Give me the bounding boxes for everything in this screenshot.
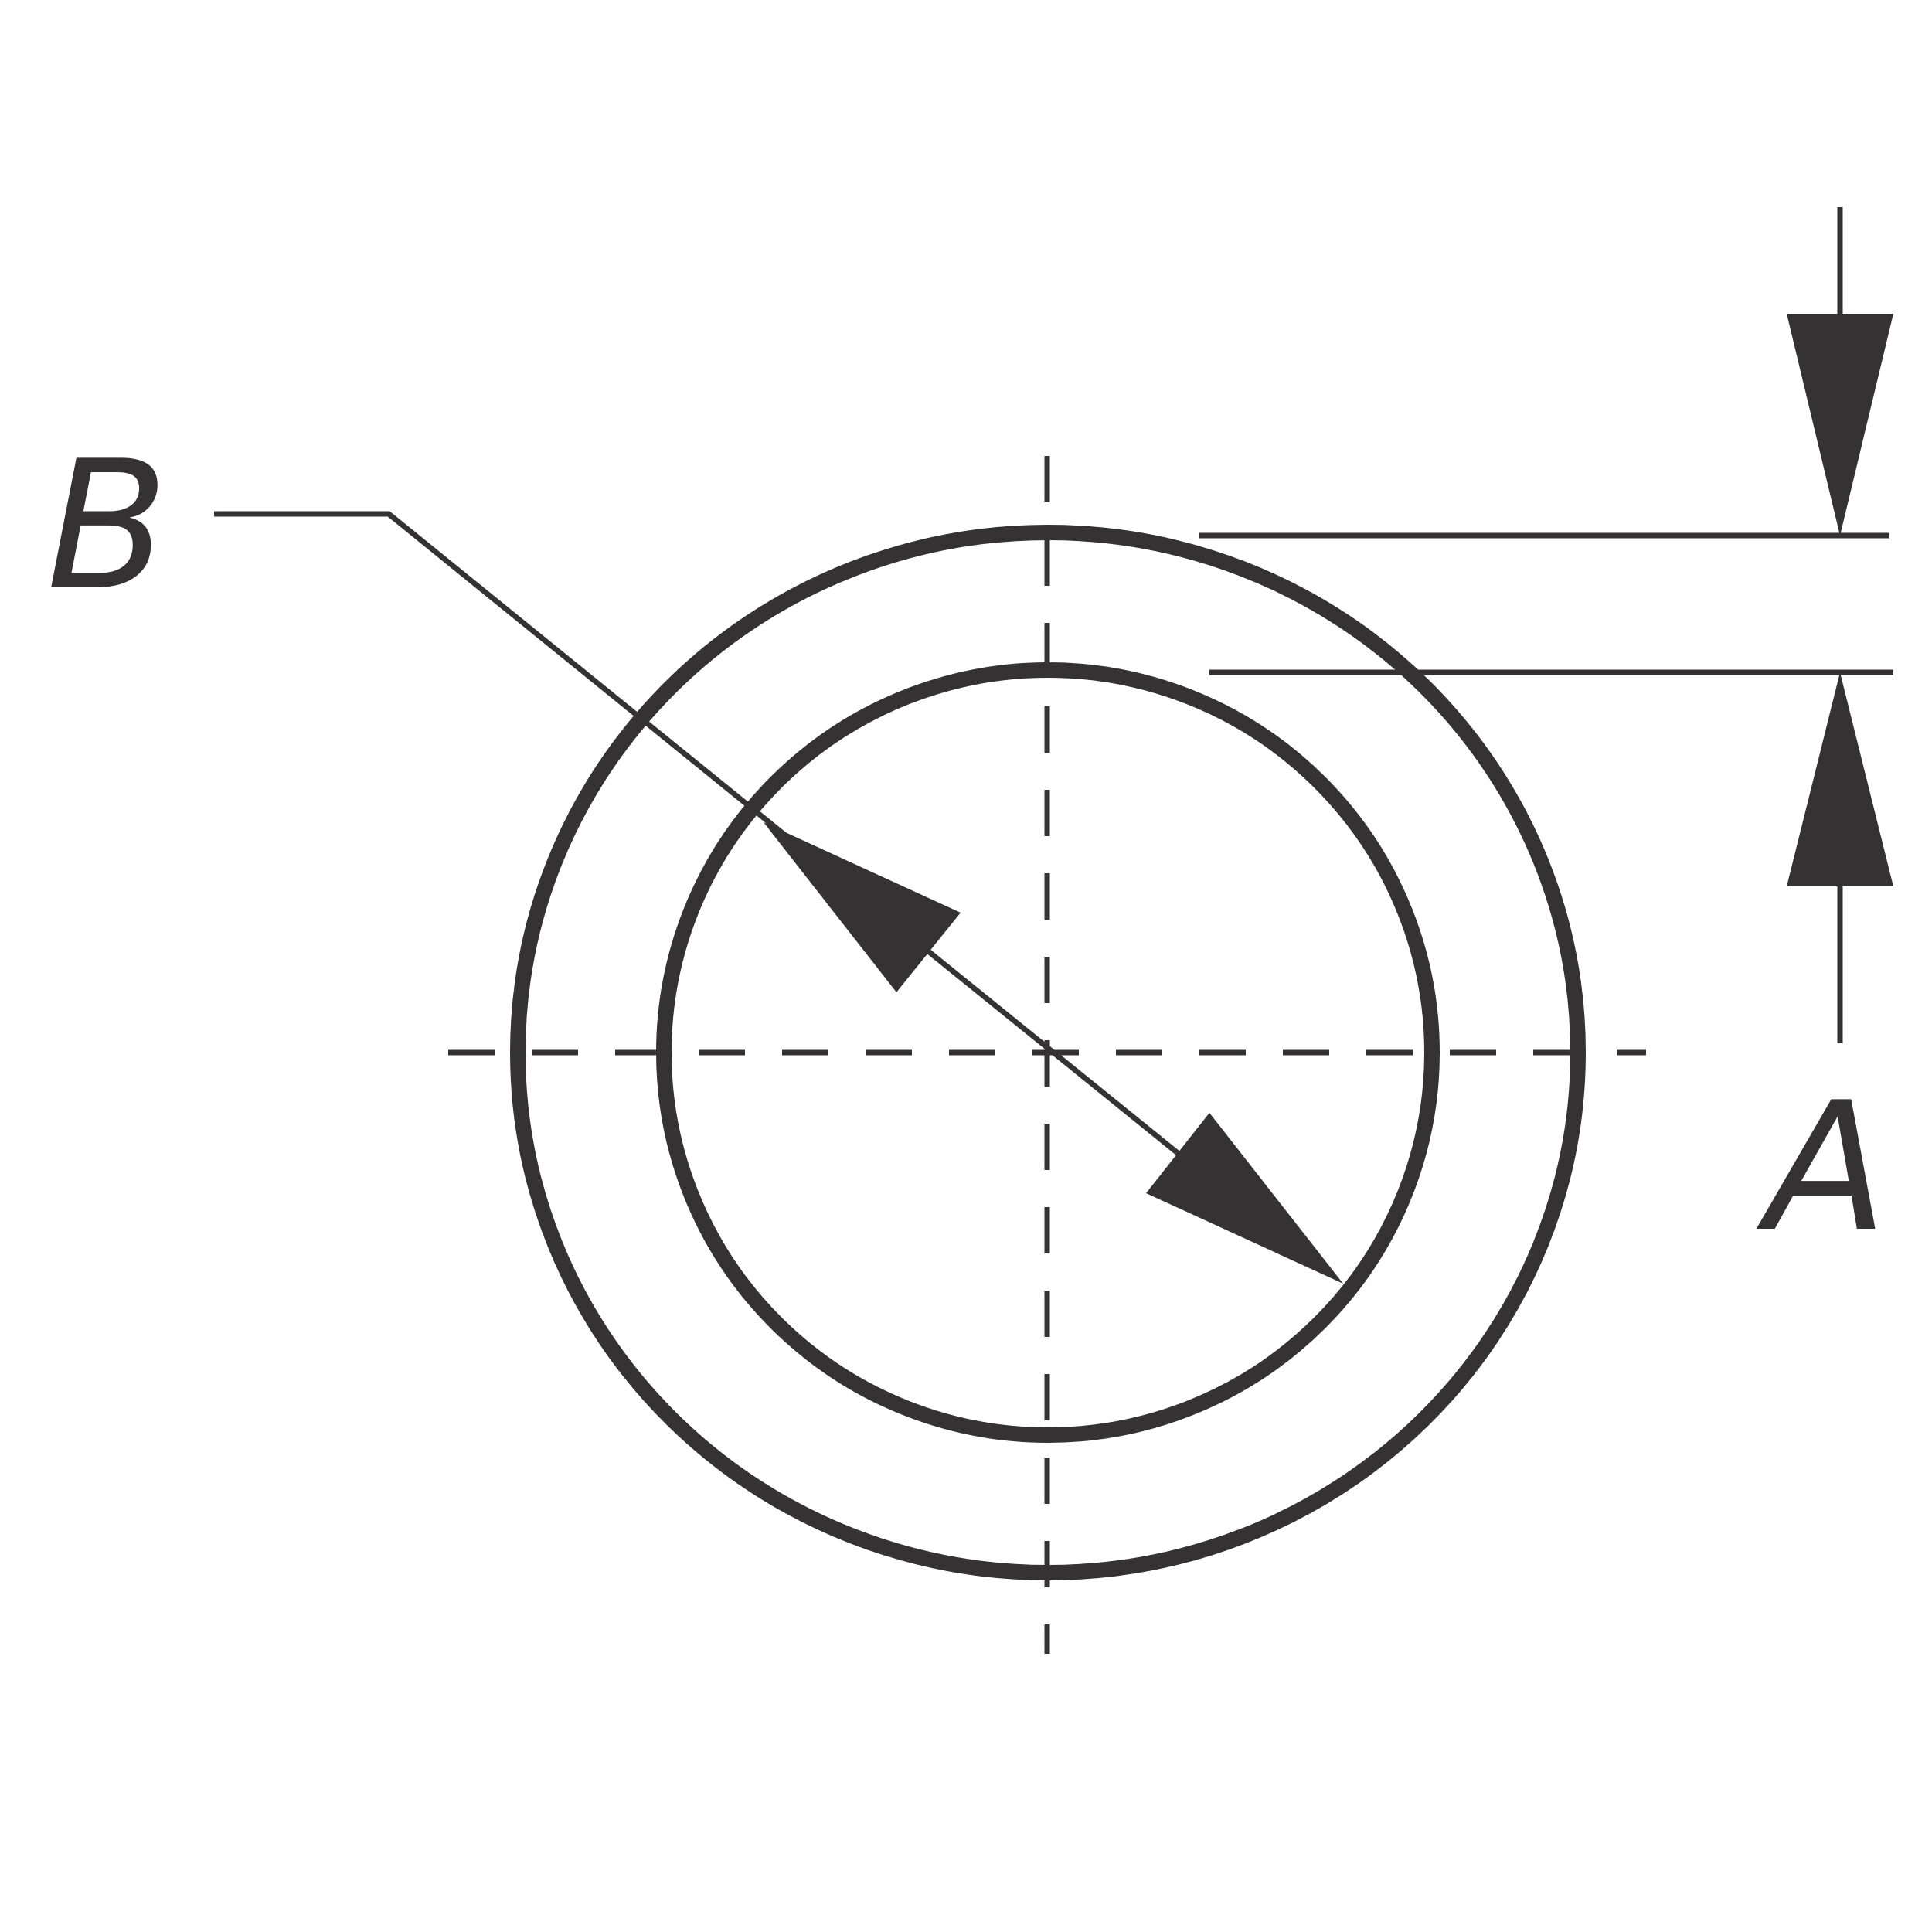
dimension-a-label: A — [1756, 1065, 1887, 1271]
dimension-b-lower-arrowhead — [1146, 1113, 1343, 1284]
dimension-b-diameter-line — [925, 948, 1192, 1165]
dimension-a-down-arrowhead — [1787, 314, 1893, 536]
dimension-b-label: B — [46, 423, 168, 630]
dimension-b-leader-line — [214, 511, 930, 953]
outer-circle — [510, 525, 1586, 1580]
dimension-a-up-arrowhead — [1787, 672, 1893, 886]
dimension-b-upper-arrowhead — [764, 822, 961, 992]
inner-circle — [656, 662, 1440, 1443]
